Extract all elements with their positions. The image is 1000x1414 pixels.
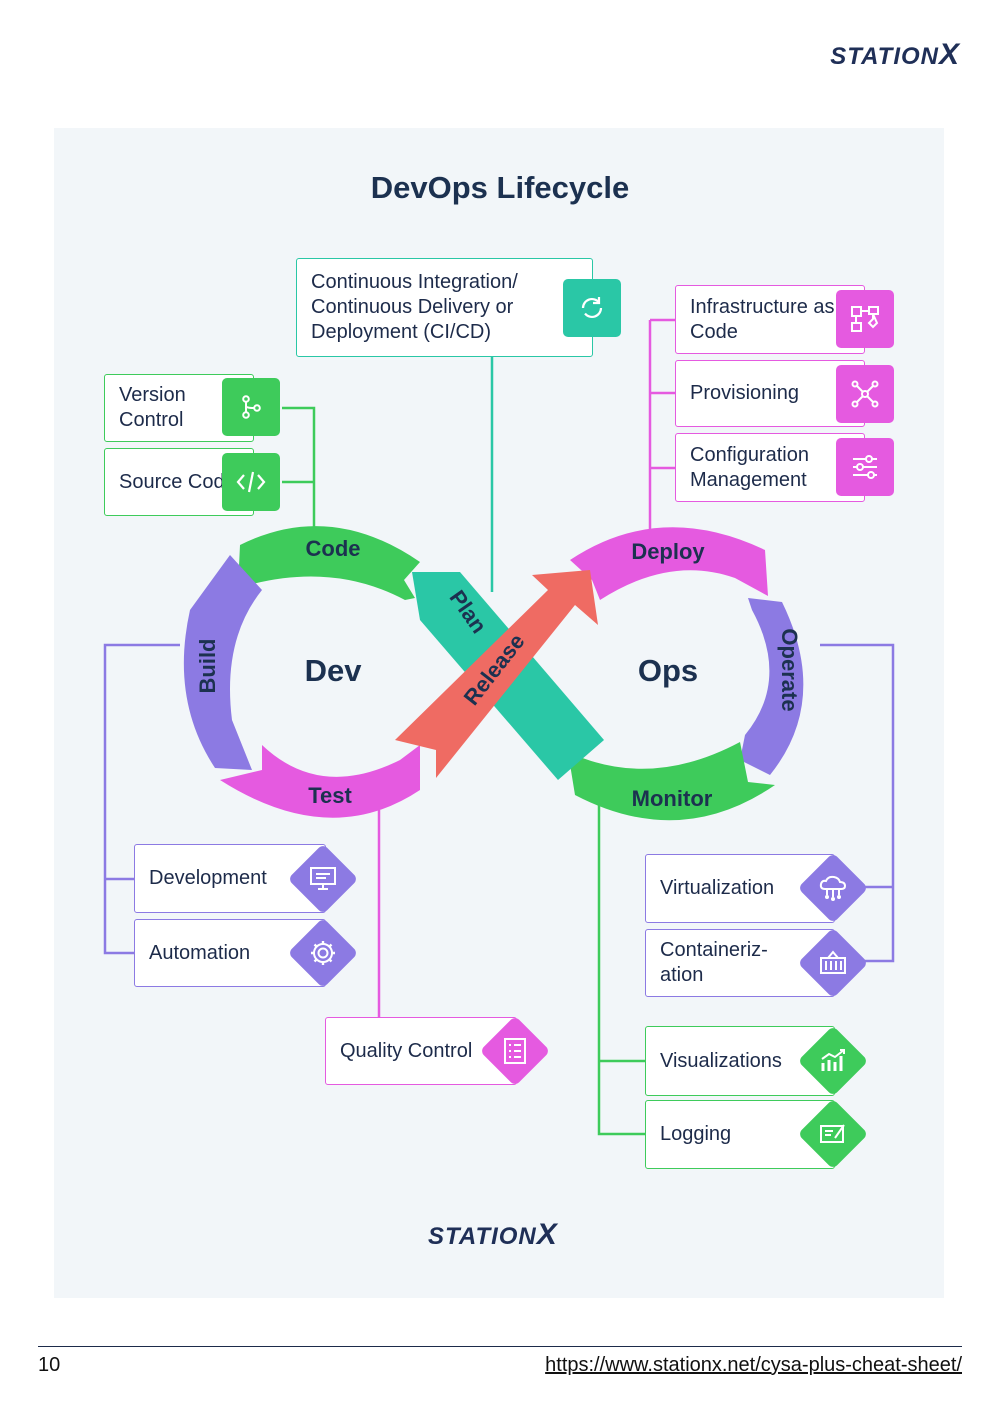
connector-code [282,406,316,548]
card-logging-label: Logging [660,1123,732,1145]
code-icon [222,453,280,511]
connector-deploy [648,318,676,540]
card-config-mgmt: Configuration Management [675,433,865,502]
page-number: 10 [38,1354,61,1376]
card-provisioning-label: Provisioning [690,382,799,404]
card-cicd: Continuous Integration/ Continuous Deliv… [296,258,593,357]
segment-deploy [570,527,768,600]
card-quality-control-label: Quality Control [340,1039,473,1062]
segment-release [395,570,598,778]
card-visualizations-label: Visualizations [660,1049,782,1072]
segment-label-test: Test [308,783,352,808]
card-development-label: Development [149,867,267,889]
card-provisioning: Provisioning [675,360,865,427]
diagram-title: DevOps Lifecycle [370,170,630,205]
stationx-logo: STATIONX [830,38,960,71]
card-config-mgmt-label: Configuration Management [690,443,809,491]
segment-label-build: Build [195,639,220,694]
card-source-code-label: Source Code [119,470,236,493]
connector-operate [820,643,895,963]
card-iac-label: Infrastructure as Code [690,295,835,343]
git-branch-icon [222,378,280,436]
card-quality-control: Quality Control [325,1017,517,1085]
card-cicd-label: Continuous Integration/ Continuous Deliv… [311,271,518,343]
segment-label-operate: Operate [777,628,802,711]
connector-build [103,643,180,955]
footer-url-link[interactable]: https://www.stationx.net/cysa-plus-cheat… [545,1354,962,1376]
card-containerization-label: Containeriz- ation [660,939,768,986]
footer-divider [38,1346,962,1347]
cloud-network-icon [808,863,858,913]
sliders-icon [836,438,894,496]
gear-icon [298,928,348,978]
card-iac: Infrastructure as Code [675,285,865,354]
segment-label-deploy: Deploy [631,539,705,564]
flowchart-icon [836,290,894,348]
checklist-icon [490,1026,540,1076]
connector-monitor [597,800,646,1136]
center-label-ops: Ops [638,653,698,688]
notepad-icon [808,1109,858,1159]
segment-code [238,526,420,600]
bar-chart-icon [808,1036,858,1086]
segment-label-monitor: Monitor [632,786,713,811]
card-automation-label: Automation [149,941,251,964]
card-visualizations: Visualizations [645,1026,835,1096]
segment-label-code: Code [306,536,361,561]
card-version-control-label: Version Control [119,384,186,431]
segment-test [220,745,420,818]
monitor-code-icon [298,854,348,904]
segment-operate [740,598,804,775]
stationx-logo-bottom: STATIONX [428,1218,558,1251]
refresh-icon [563,279,621,337]
network-icon [836,365,894,423]
card-virtualization-label: Virtualization [660,877,775,899]
center-label-dev: Dev [305,653,363,688]
segment-build [183,555,262,770]
card-containerization: Containeriz- ation [645,929,835,997]
segment-monitor [568,742,775,821]
container-icon [808,938,858,988]
